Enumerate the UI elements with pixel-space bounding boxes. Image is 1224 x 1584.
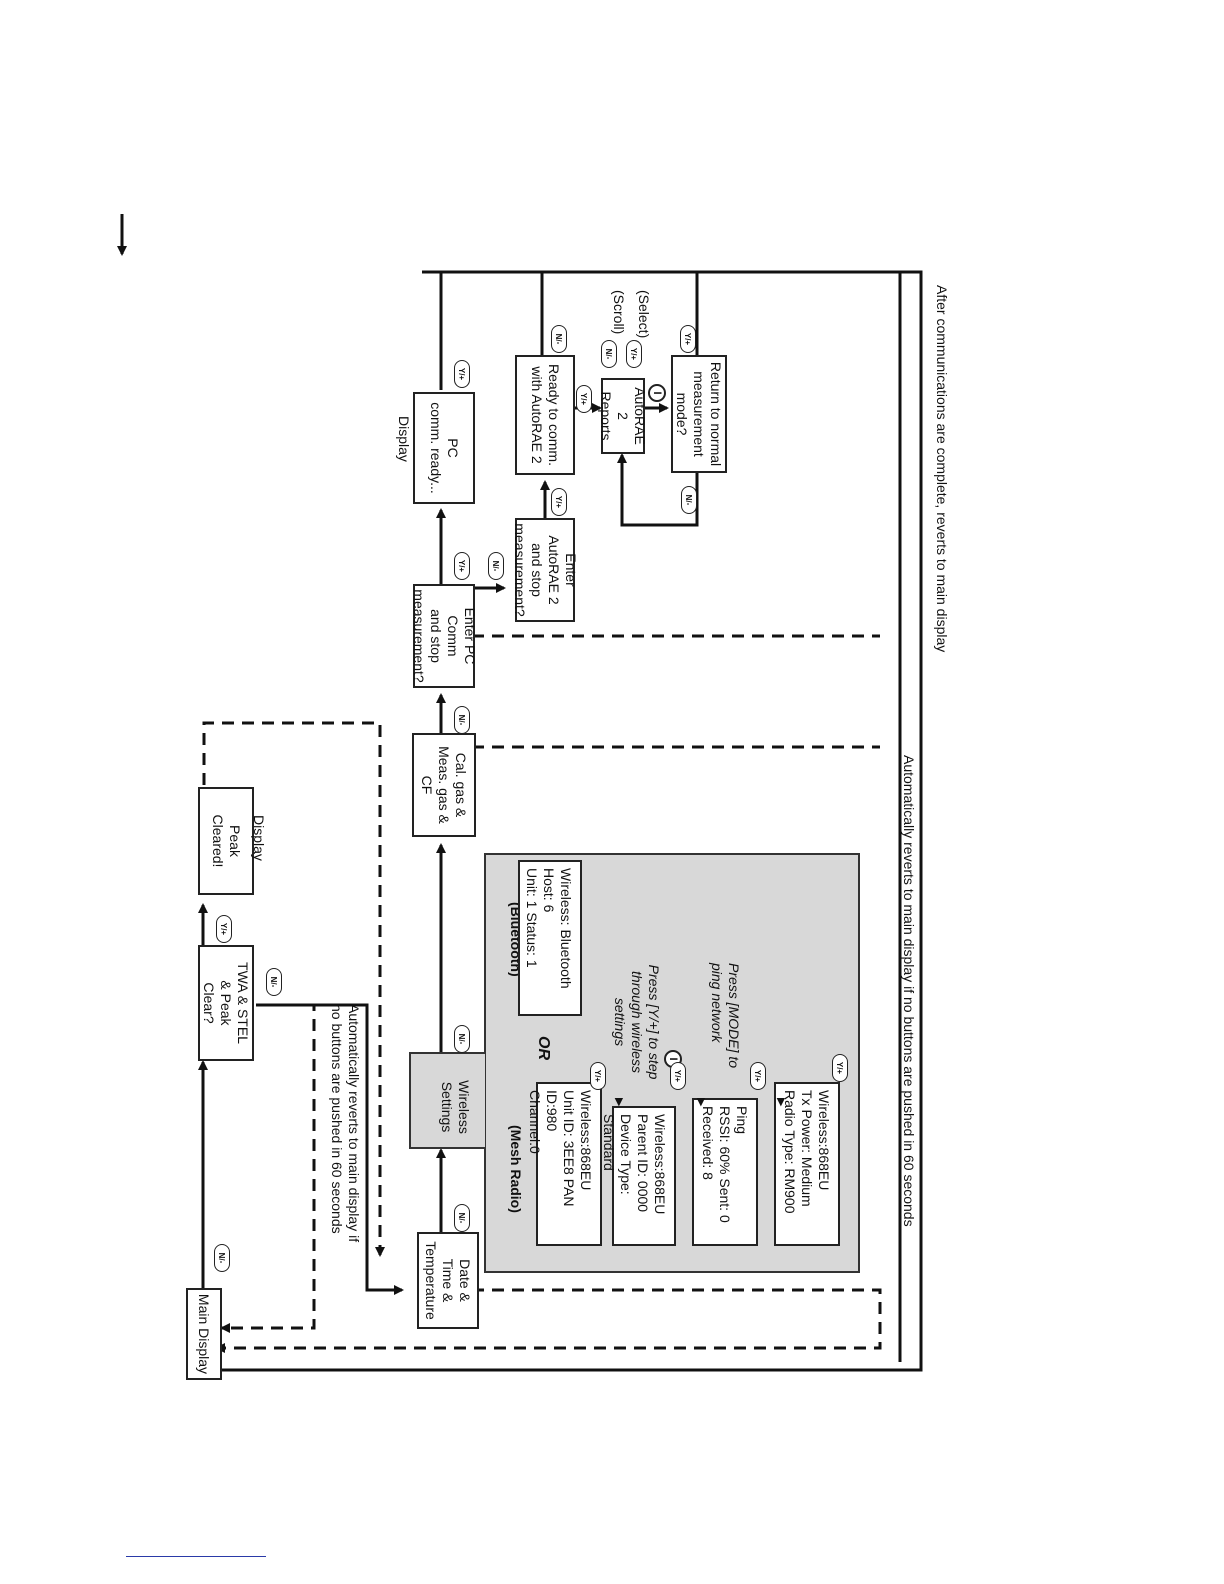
n-button-date[interactable]: N/- [454,1204,470,1232]
n-button-ready[interactable]: N/- [551,325,567,353]
y-button-autorae[interactable]: Y/+ [551,488,567,516]
n-button-main[interactable]: N/- [214,1244,230,1272]
bluetooth-box: Wireless: Bluetooth Host: 6 Unit: 1 Stat… [518,860,582,1016]
n-button-return[interactable]: N/- [681,486,697,514]
pc-display-label: Display [396,416,412,462]
n-button-cal[interactable]: N/- [454,706,470,734]
dashed-date-revert [215,1288,882,1353]
flowchart-canvas: Main Display TWA & STEL & Peak Clear? Pe… [117,214,950,1380]
auto-revert-short-label: Automatically reverts to main display if… [329,1004,362,1243]
press-mode-label: Press [MODE] to ping network [709,963,742,1069]
n-button-wireless[interactable]: N/- [454,1025,470,1053]
autorae-reports-box[interactable]: AutoRAE 2 Reports [599,378,649,454]
twa-stel-box[interactable]: TWA & STEL & Peak Clear? [198,945,254,1061]
triangle-icon-2: ▶ [695,1098,707,1107]
main-display-box[interactable]: Main Display [186,1288,222,1380]
return-normal-box[interactable]: Return to normal measurement mode? [671,355,727,473]
dashed-peak-to-date [202,721,385,1257]
peak-cleared-box: Peak Cleared! [198,787,254,895]
y-button-twa[interactable]: Y/+ [216,915,232,943]
triangle-icon-1: ▶ [613,1098,625,1107]
connector-lines [117,214,902,1362]
mesh-box-3: Ping RSSI: 60% Sent: 0 Received: 8 [692,1098,758,1246]
mesh-box-4: Wireless:868EU Tx Power: Medium Radio Ty… [774,1082,840,1246]
wireless-settings-label[interactable]: Wireless Settings [439,1080,472,1134]
flow-arrows [198,270,923,1375]
y-button-return[interactable]: Y/+ [680,325,696,353]
cal-gas-box[interactable]: Cal. gas & Meas. gas & CF [412,733,476,837]
date-time-box[interactable]: Date & Time & Temperature [417,1232,479,1329]
press-y-label: Press [Y/+] to step through wireless set… [612,964,662,1080]
line-outer-return [212,270,923,1375]
y-button-pccomm[interactable]: Y/+ [454,360,470,388]
y-button-mesh3[interactable]: Y/+ [750,1062,766,1090]
enter-pc-box[interactable]: Enter PC Comm and stop measurement? [411,584,478,688]
y-button-mesh1[interactable]: Y/+ [590,1062,606,1090]
pc-comm-box: PC comm. ready... [413,392,475,504]
mesh-box-2: Wireless:868EU Parent ID: 0000 Device Ty… [601,1106,676,1246]
peak-display-label: Display [251,815,267,861]
y-button-ready[interactable]: Y/+ [576,385,592,413]
select-label: (Select) [636,290,652,339]
y-button-enterpc[interactable]: Y/+ [454,552,470,580]
triangle-icon-3: ▶ [775,1098,787,1107]
mode-button-reports[interactable]: I [648,384,666,402]
scroll-label: (Scroll) [611,290,627,335]
or-label: OR [535,1036,552,1060]
after-comm-label: After communications are complete, rever… [934,285,950,653]
dashed-twa-revert [220,1003,316,1333]
ready-comm-box: Ready to comm. with AutoRAE 2 [515,355,575,475]
footer-rule [126,1556,266,1557]
enter-autorae-box[interactable]: Enter AutoRAE 2 and stop measurement? [512,518,579,622]
auto-revert-long-label: Automatically reverts to main display if… [901,755,917,1227]
y-button-select[interactable]: Y/+ [626,340,642,368]
n-button-enterpc[interactable]: N/- [488,552,504,580]
mesh-radio-label: (Mesh Radio) [508,1125,524,1213]
n-button-scroll[interactable]: N/- [601,340,617,368]
mesh-box-1: Wireless:868EU Unit ID: 3EE8 PAN ID:980 … [527,1082,602,1246]
n-button-twa[interactable]: N/- [266,968,282,996]
arrow-return-loop [617,453,699,527]
y-button-mesh4[interactable]: Y/+ [832,1054,848,1082]
y-button-mesh2[interactable]: Y/+ [670,1062,686,1090]
